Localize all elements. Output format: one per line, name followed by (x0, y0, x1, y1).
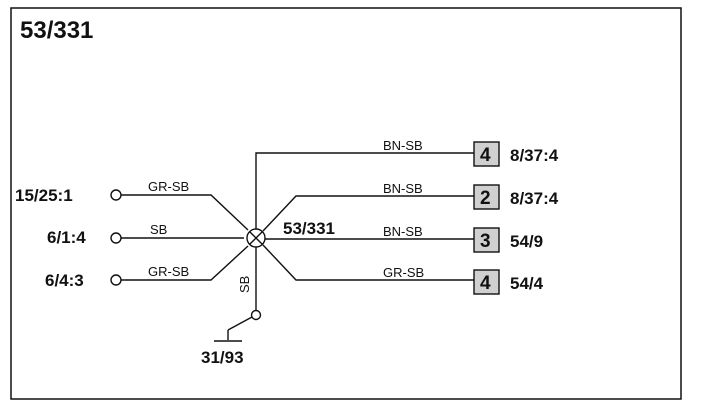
diagram-frame (10, 7, 682, 400)
wire-color-left-2: SB (150, 222, 167, 237)
right-pin-1: 4 (480, 145, 491, 166)
right-pin-4: 4 (480, 273, 491, 294)
wire-left-1 (121, 194, 249, 231)
bottom-connector-label: 31/93 (201, 348, 244, 367)
switch-terminal (250, 309, 262, 321)
right-pin-box-4 (473, 269, 500, 295)
diagram-title: 53/331 (20, 17, 93, 44)
junction-cross-2 (249, 231, 263, 245)
right-pin-box-1 (473, 141, 500, 167)
wire-color-bottom: SB (237, 276, 252, 293)
right-pin-box-3 (473, 227, 500, 253)
left-connector-label-2: 6/1:4 (47, 228, 86, 247)
wire-right-1 (255, 152, 474, 229)
left-terminal-3 (110, 274, 122, 286)
wire-color-left-1: GR-SB (148, 179, 189, 194)
left-terminal-2 (110, 232, 122, 244)
ground-switch (214, 316, 253, 342)
right-connector-label-3: 54/9 (510, 232, 543, 251)
right-pin-3: 3 (480, 231, 491, 252)
wire-right-2 (262, 195, 474, 232)
right-connector-label-2: 8/37:4 (510, 189, 559, 208)
right-connector-label-4: 54/4 (510, 274, 544, 293)
right-pin-box-2 (473, 184, 500, 210)
wire-color-right-1: BN-SB (383, 138, 423, 153)
left-connector-label-1: 15/25:1 (15, 186, 73, 205)
wire-color-left-3: GR-SB (148, 264, 189, 279)
left-connector-label-3: 6/4:3 (45, 271, 84, 290)
junction-label: 53/331 (283, 219, 335, 238)
right-connector-label-1: 8/37:4 (510, 146, 559, 165)
wire-color-right-2: BN-SB (383, 181, 423, 196)
wire-color-right-3: BN-SB (383, 224, 423, 239)
right-pin-2: 2 (480, 188, 491, 209)
wire-right-4 (262, 244, 474, 281)
wire-color-right-4: GR-SB (383, 265, 424, 280)
left-terminal-1 (110, 189, 122, 201)
wire-left-3 (121, 245, 249, 281)
